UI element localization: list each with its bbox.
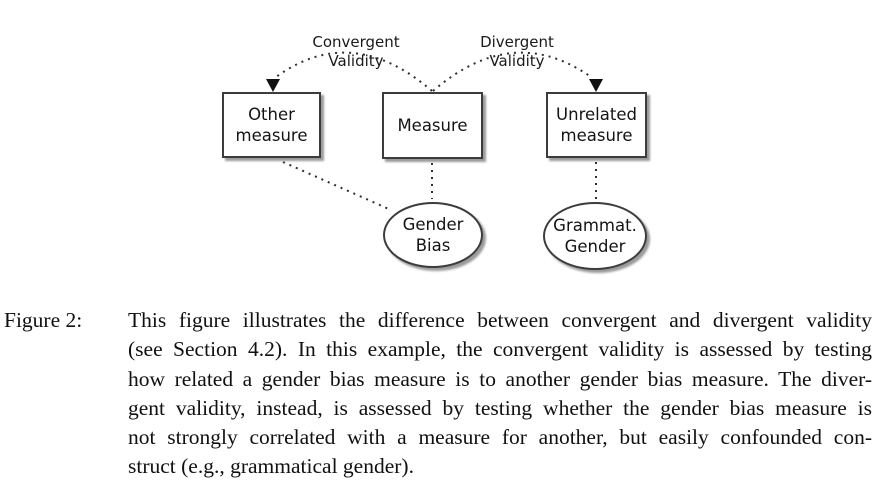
edge-label-divergent-validity: Divergent Validity: [480, 33, 554, 70]
caption-line: how related a gender bias measure is to …: [128, 366, 872, 391]
connector-othermeasure-genderbias: [282, 161, 392, 211]
construct-gender-bias: Gender Bias: [383, 202, 483, 268]
figure-caption-label: Figure 2:: [4, 308, 83, 332]
node-other-measure: Other measure: [222, 92, 321, 158]
connector-layer: [266, 51, 603, 211]
construct-grammatical-gender: Grammat. Gender: [543, 202, 647, 270]
edge-label-convergent-validity: Convergent Validity: [312, 33, 400, 70]
figure-caption: Figure 2: This figure illustrates the di…: [4, 306, 872, 482]
node-measure: Measure: [382, 92, 483, 159]
divergent-arrowhead-icon: [589, 79, 603, 92]
caption-line: struct (e.g., grammatical gender).: [128, 454, 414, 479]
caption-line: (see Section 4.2). In this example, the …: [128, 337, 872, 362]
convergent-arrowhead-icon: [266, 79, 280, 92]
validity-diagram: Convergent Validity Divergent Validity O…: [222, 33, 647, 270]
figure-caption-body: This figure illustrates the difference b…: [128, 306, 872, 482]
caption-line: not strongly correlated with a measure f…: [128, 425, 872, 450]
caption-line: gent validity, instead, is assessed by t…: [128, 395, 872, 420]
caption-line: This figure illustrates the difference b…: [128, 308, 872, 332]
node-unrelated-measure: Unrelated measure: [546, 92, 647, 158]
